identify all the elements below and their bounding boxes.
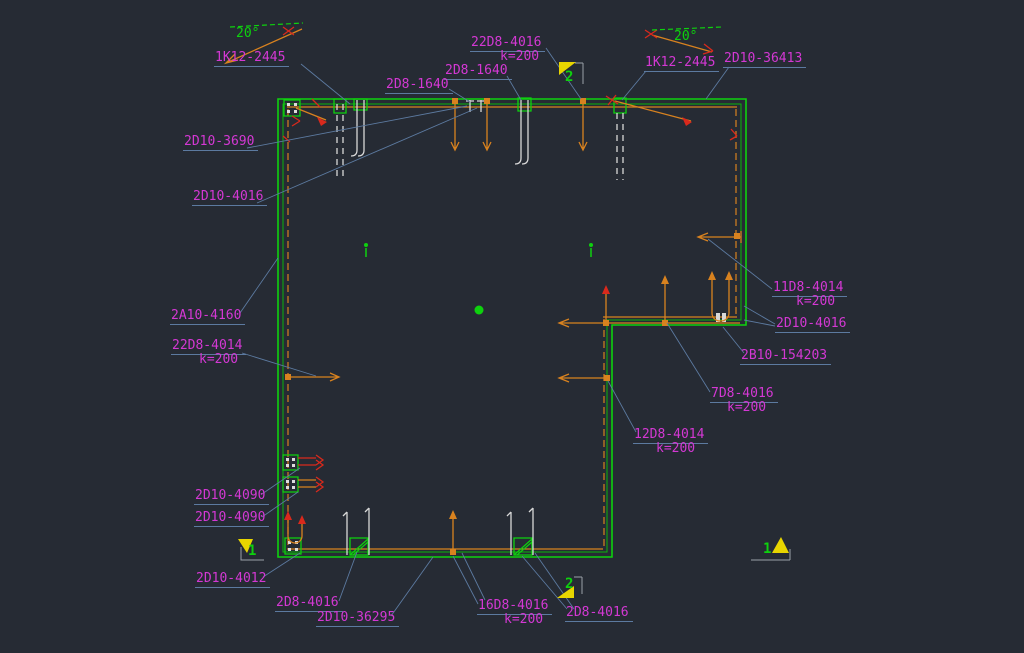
rebar-label-2d8-1640-upper[interactable]: 2D8-1640 — [444, 64, 512, 80]
red-marks[interactable] — [282, 26, 738, 524]
rebar-label-2d10-4090-b[interactable]: 2D10-4090 — [194, 511, 270, 527]
rebar-label-16d8-4016[interactable]: 16D8-4016 — [477, 599, 553, 615]
rebar-bars-hooked[interactable] — [342, 100, 534, 555]
rebar-label-1k12-2445-left[interactable]: 1K12-2445 — [214, 51, 290, 67]
wall-outline-outer[interactable] — [277, 98, 747, 558]
stirrup-box-diagonals[interactable] — [349, 538, 533, 556]
rebar-label-2d10-36413[interactable]: 2D10-36413 — [723, 52, 807, 68]
section-marker-flags[interactable] — [238, 62, 791, 598]
angle-dashed-lines[interactable] — [229, 22, 723, 31]
rebar-label-11d8-4014[interactable]: 11D8-4014 — [772, 281, 848, 297]
rebar-label-2b10-154203[interactable]: 2B10-154203 — [740, 349, 832, 365]
section-marker-2-top[interactable]: 2 — [565, 69, 574, 85]
axis-tick-marks[interactable] — [365, 248, 592, 257]
wall-outline[interactable] — [277, 98, 747, 558]
rebar-label-22d8-4016-top[interactable]: 22D8-4016 — [470, 36, 546, 52]
section-marker-brackets[interactable] — [240, 62, 791, 594]
section-marker-1-bottom-left[interactable]: 1 — [248, 543, 257, 559]
rebar-label-16d8-4016-spacing[interactable]: k=200 — [504, 612, 544, 627]
rebar-bars-dashed[interactable] — [336, 104, 624, 180]
angle-label-left[interactable]: 20° — [236, 26, 260, 41]
rebar-end-plates[interactable] — [716, 313, 726, 322]
rebar-label-22d8-4016-top-spacing[interactable]: k=200 — [500, 49, 540, 64]
rebar-label-7d8-4016[interactable]: 7D8-4016 — [710, 387, 778, 403]
rebar-label-1k12-2445-right[interactable]: 1K12-2445 — [644, 56, 720, 72]
rebar-label-12d8-4014[interactable]: 12D8-4014 — [633, 428, 709, 444]
section-marker-1-bottom-right[interactable]: 1 — [763, 541, 772, 557]
rebar-label-2d10-3690[interactable]: 2D10-3690 — [183, 135, 259, 151]
label-leader-lines[interactable] — [239, 47, 776, 617]
rebar-label-2d10-36295[interactable]: 2D10-36295 — [316, 611, 400, 627]
wall-rebar-orange-dashed[interactable] — [287, 109, 737, 547]
axis-dot[interactable] — [589, 243, 593, 247]
orange-arrows-and-bars[interactable] — [223, 28, 742, 552]
orange-rebar-marks[interactable] — [223, 28, 742, 555]
rebar-label-11d8-4014-spacing[interactable]: k=200 — [796, 294, 836, 309]
wall-rebar-orange-solid[interactable] — [287, 106, 737, 550]
red-ticks-and-hatch[interactable] — [282, 26, 738, 493]
orange-node-squares[interactable] — [285, 98, 740, 555]
angle-label-right[interactable]: 20° — [674, 29, 698, 44]
rebar-label-2d8-1640-lower[interactable]: 2D8-1640 — [385, 78, 453, 94]
rebar-section-boxes[interactable] — [282, 97, 627, 556]
section-marker-2-bottom[interactable]: 2 — [565, 576, 574, 592]
center-point-dot[interactable] — [474, 305, 484, 315]
rebar-label-22d8-4014-spacing[interactable]: k=200 — [199, 352, 239, 367]
wall-outline-inner[interactable] — [282, 103, 742, 553]
white-rebar-bars[interactable] — [336, 100, 726, 555]
rebar-label-2d8-4016-bottom-right[interactable]: 2D8-4016 — [565, 606, 633, 622]
rebar-label-2d10-4090-a[interactable]: 2D10-4090 — [194, 489, 270, 505]
rebar-label-2d8-4016-bottom-left[interactable]: 2D8-4016 — [275, 596, 343, 612]
leader-lines[interactable] — [239, 47, 776, 617]
axis-dot[interactable] — [364, 243, 368, 247]
section-marker-triangles[interactable] — [238, 62, 789, 598]
rebar-label-2d10-4012[interactable]: 2D10-4012 — [195, 572, 271, 588]
green-marks[interactable] — [229, 22, 723, 315]
rebar-label-12d8-4014-spacing[interactable]: k=200 — [656, 441, 696, 456]
rebar-label-2a10-4160[interactable]: 2A10-4160 — [170, 309, 246, 325]
rebar-label-2d10-4016-left[interactable]: 2D10-4016 — [192, 190, 268, 206]
rebar-label-2d10-4016-right[interactable]: 2D10-4016 — [775, 317, 851, 333]
rebar-label-22d8-4014[interactable]: 22D8-4014 — [171, 339, 247, 355]
section-box-frames[interactable] — [282, 97, 627, 556]
rebar-label-7d8-4016-spacing[interactable]: k=200 — [727, 400, 767, 415]
